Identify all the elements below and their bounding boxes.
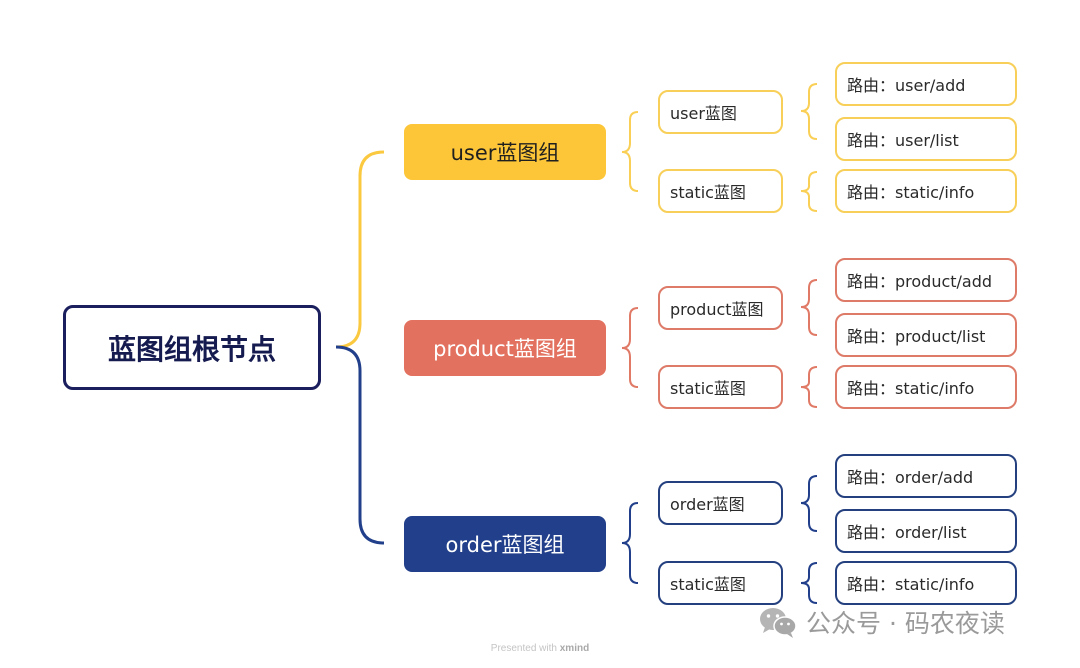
bracket-product-group (621, 307, 639, 388)
group-node-user[interactable]: user蓝图组 (404, 124, 606, 180)
bracket-order-group (621, 502, 639, 584)
blueprint-node-order[interactable]: order蓝图 (658, 481, 783, 525)
blueprint-node-product[interactable]: product蓝图 (658, 286, 783, 330)
route-node-product-static-info[interactable]: 路由：static/info (835, 365, 1017, 409)
blueprint-node-product-static[interactable]: static蓝图 (658, 365, 783, 409)
connector-root-order (335, 345, 385, 545)
blueprint-node-user[interactable]: user蓝图 (658, 90, 783, 134)
route-node-product-list[interactable]: 路由：product/list (835, 313, 1017, 357)
blueprint-node-order-static[interactable]: static蓝图 (658, 561, 783, 605)
bracket-user-group (621, 111, 639, 192)
bracket-order-blueprint (800, 475, 818, 532)
route-node-order-static-info[interactable]: 路由：static/info (835, 561, 1017, 605)
route-node-order-add[interactable]: 路由：order/add (835, 454, 1017, 498)
group-node-order[interactable]: order蓝图组 (404, 516, 606, 572)
footer-credit: Presented with xmind (0, 643, 1080, 654)
route-node-product-add[interactable]: 路由：product/add (835, 258, 1017, 302)
bracket-order-static (800, 562, 818, 604)
bracket-user-static (800, 171, 818, 212)
wechat-icon (760, 608, 797, 638)
bracket-product-blueprint (800, 279, 818, 336)
bracket-user-blueprint (800, 83, 818, 140)
group-node-product[interactable]: product蓝图组 (404, 320, 606, 376)
bracket-product-static (800, 366, 818, 408)
route-node-user-list[interactable]: 路由：user/list (835, 117, 1017, 161)
footer-brand: xmind (559, 643, 590, 654)
route-node-user-static-info[interactable]: 路由：static/info (835, 169, 1017, 213)
watermark-text: 公众号 · 码农夜读 (806, 609, 1005, 638)
connector-root-user (335, 150, 385, 349)
footer-prefix: Presented with (490, 643, 557, 654)
watermark: 公众号 · 码农夜读 (758, 604, 1005, 640)
route-node-user-add[interactable]: 路由：user/add (835, 62, 1017, 106)
route-node-order-list[interactable]: 路由：order/list (835, 509, 1017, 553)
root-node[interactable]: 蓝图组根节点 (63, 305, 321, 390)
blueprint-node-user-static[interactable]: static蓝图 (658, 169, 783, 213)
